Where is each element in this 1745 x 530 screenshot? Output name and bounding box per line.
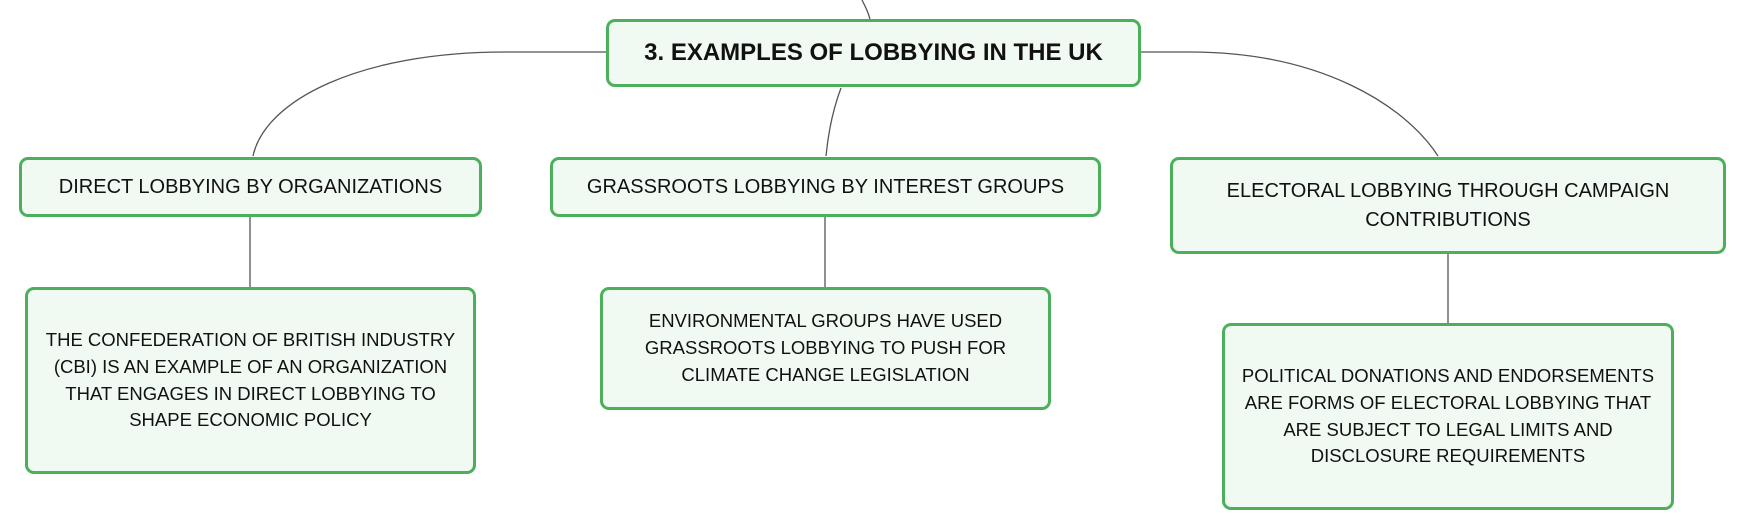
detail-node-political-donations[interactable]: POLITICAL DONATIONS AND ENDORSEMENTS ARE… xyxy=(1222,323,1674,510)
branch-node-label: GRASSROOTS LOBBYING BY INTEREST GROUPS xyxy=(586,175,1065,198)
detail-node-text: POLITICAL DONATIONS AND ENDORSEMENTS ARE… xyxy=(1241,364,1655,467)
root-node-label: 3. EXAMPLES OF LOBBYING IN THE UK xyxy=(644,38,1103,66)
branch-node-electoral-lobbying[interactable]: ELECTORAL LOBBYING THROUGH CAMPAIGN CONT… xyxy=(1170,157,1726,254)
branch-node-direct-lobbying[interactable]: DIRECT LOBBYING BY ORGANIZATIONS xyxy=(19,157,482,217)
branch-node-label: ELECTORAL LOBBYING THROUGH CAMPAIGN CONT… xyxy=(1226,179,1670,231)
detail-node-text: THE CONFEDERATION OF BRITISH INDUSTRY (C… xyxy=(45,328,456,431)
root-node[interactable]: 3. EXAMPLES OF LOBBYING IN THE UK xyxy=(606,19,1141,87)
detail-node-environmental-groups[interactable]: ENVIRONMENTAL GROUPS HAVE USED GRASSROOT… xyxy=(600,287,1051,410)
connector-root-to-branch-2 xyxy=(825,87,842,157)
connector-root-to-branch-3 xyxy=(1139,51,1439,157)
branch-node-label: DIRECT LOBBYING BY ORGANIZATIONS xyxy=(58,175,443,198)
detail-node-cbi[interactable]: THE CONFEDERATION OF BRITISH INDUSTRY (C… xyxy=(25,287,476,474)
detail-node-text: ENVIRONMENTAL GROUPS HAVE USED GRASSROOT… xyxy=(644,310,1007,385)
branch-node-grassroots-lobbying[interactable]: GRASSROOTS LOBBYING BY INTEREST GROUPS xyxy=(550,157,1101,217)
connector-root-to-branch-1 xyxy=(252,51,607,157)
connector-parent-to-root xyxy=(861,0,871,21)
